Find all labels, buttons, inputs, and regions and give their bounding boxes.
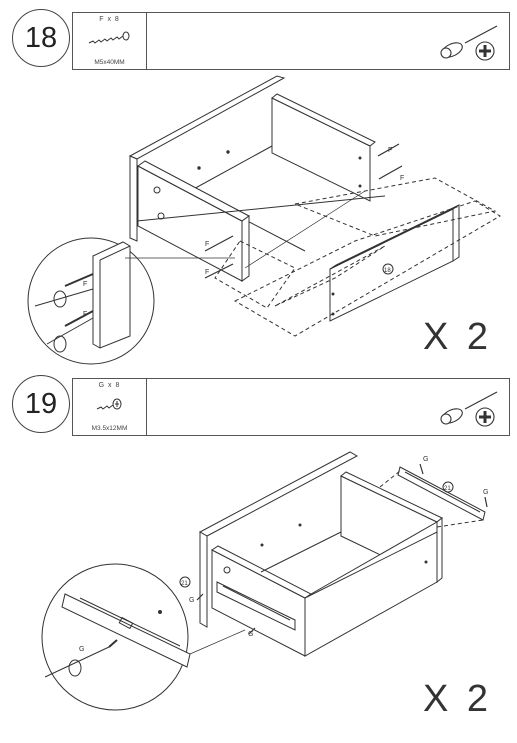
part-number-label: 21	[444, 486, 451, 492]
part-number-label: 18	[384, 268, 391, 274]
hardware-box: G x 8 M3.5x12MM	[72, 378, 510, 436]
multiplier-label: X 2	[422, 678, 492, 720]
screw-label: G	[189, 597, 194, 604]
hardware-quantity: F x 8	[99, 16, 120, 23]
screw-label: G	[423, 456, 428, 463]
step-number: 18	[12, 9, 70, 67]
screw-label: F	[205, 269, 209, 276]
screw-label: F	[205, 241, 209, 248]
hardware-size: M3.5x12MM	[91, 425, 128, 432]
screw-label: F	[83, 311, 87, 318]
screw-label: G	[248, 631, 253, 638]
screw-label: F	[388, 147, 392, 154]
hardware-size: M5x40MM	[94, 59, 125, 66]
screw-label: G	[79, 646, 84, 653]
step-18-assembly-drawing: F F F F F F 18	[27, 75, 501, 365]
part-number-label: 21	[181, 581, 188, 587]
step-18-panel: F F F F F F 18 18 F x 8 M5x40MM	[5, 6, 512, 368]
screw-label: G	[483, 489, 488, 496]
step-number: 19	[12, 375, 70, 433]
hardware-quantity: G x 8	[98, 382, 121, 389]
long-screw-icon	[88, 31, 130, 44]
step-19-assembly-drawing: G G G G G 21 21	[41, 451, 488, 711]
multiplier-label: X 2	[422, 316, 492, 358]
phillips-screwdriver-icon	[440, 25, 498, 61]
hardware-box: F x 8 M5x40MM	[72, 12, 510, 70]
step-19-panel: G G G G G 21 21 19 G x 8 M3.5x12MM	[5, 372, 512, 738]
short-screw-icon	[96, 398, 122, 410]
hardware-cell: F x 8 M5x40MM	[73, 13, 147, 69]
screw-label: F	[83, 281, 87, 288]
phillips-screwdriver-icon	[440, 391, 498, 427]
hardware-cell: G x 8 M3.5x12MM	[73, 379, 147, 435]
screw-label: F	[400, 175, 404, 182]
